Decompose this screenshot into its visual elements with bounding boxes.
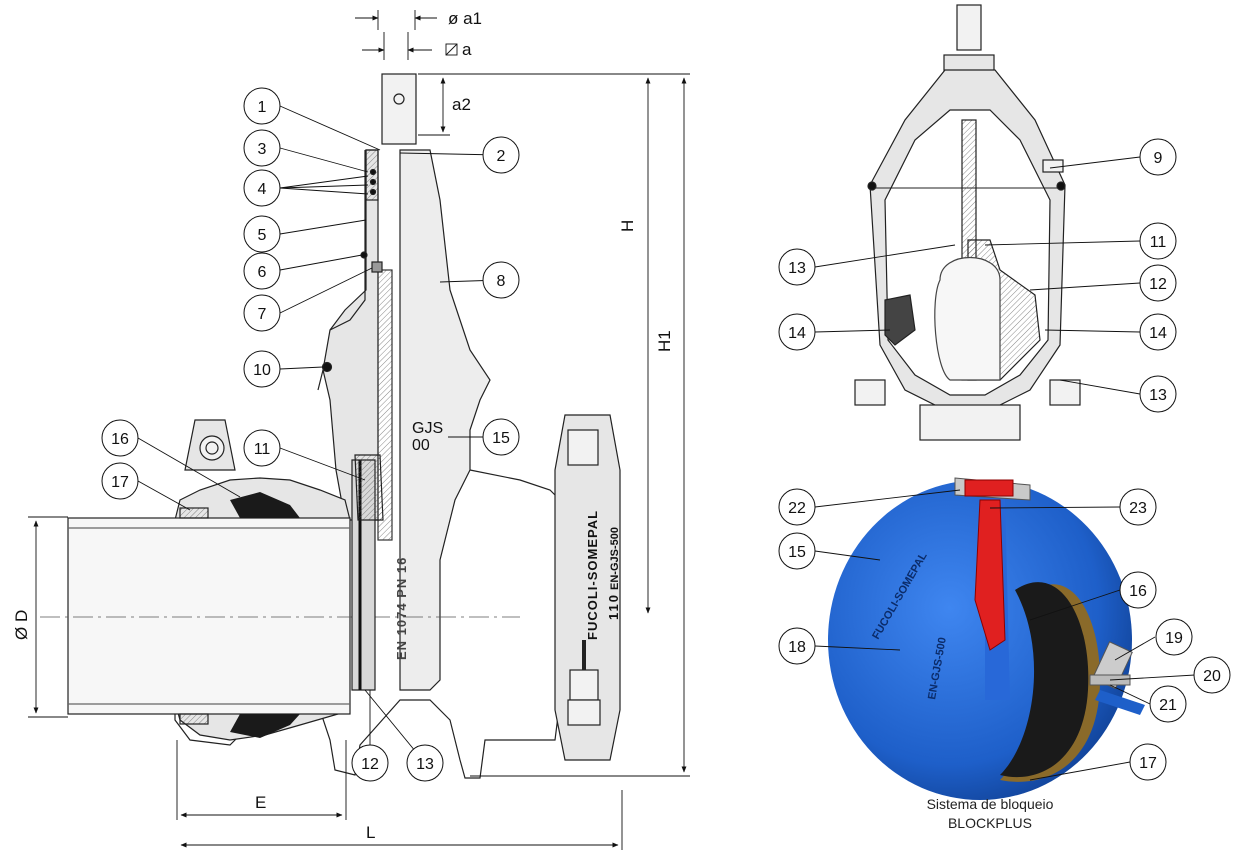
callout-circle-3	[243, 129, 281, 167]
stem-cap-hole	[393, 93, 405, 105]
gland-seal	[365, 149, 379, 201]
stem-cap	[381, 73, 417, 145]
callout-circle-16	[1119, 571, 1157, 609]
dimension-lines	[28, 10, 690, 850]
gasket-lower	[230, 714, 300, 738]
callout-number-8: 8	[497, 273, 506, 290]
mark-dn: 110	[606, 593, 621, 620]
callout-circle-1	[243, 87, 281, 125]
callout-circle-12	[351, 744, 389, 782]
callout-circle-6	[243, 252, 281, 290]
callout-number-17: 17	[1139, 755, 1157, 772]
callout-number-15: 15	[788, 544, 806, 561]
mark-spec-vertical: EN 1074 PN 16	[394, 557, 409, 660]
callout-circle-23	[1119, 488, 1157, 526]
callout-number-11: 11	[254, 441, 271, 458]
callout-circle-19	[1155, 618, 1193, 656]
grip-ring-lower	[179, 713, 209, 725]
dim-h1-label: H1	[655, 330, 674, 352]
wedge-nut	[354, 454, 384, 521]
caption-line2: BLOCKPLUS	[947, 815, 1033, 831]
mark-standard: EN-GJS-500	[609, 527, 621, 590]
callout-number-13: 13	[416, 756, 434, 773]
coupling-3d-view	[828, 477, 1145, 800]
callout-number-20: 20	[1203, 668, 1221, 685]
callout-circle-21	[1149, 685, 1187, 723]
callout-circle-20	[1193, 656, 1231, 694]
callout-number-16: 16	[1129, 583, 1147, 600]
callout-circle-17	[1129, 743, 1167, 781]
dim-a1-label: ø a1	[448, 9, 482, 28]
bonnet-bolt	[321, 361, 333, 373]
gasket-upper	[230, 492, 300, 518]
callout-circle-5	[243, 215, 281, 253]
dim-a2-label: a2	[452, 95, 471, 114]
callout-number-15: 15	[492, 430, 510, 447]
callout-number-19: 19	[1165, 630, 1183, 647]
callout-circle-12	[1139, 264, 1177, 302]
callout-circle-11	[243, 429, 281, 467]
body-right-wall	[399, 149, 491, 691]
dim-e-label: E	[255, 793, 266, 812]
callout-number-13: 13	[1149, 387, 1167, 404]
callout-number-7: 7	[258, 306, 267, 323]
dim-a-label: a	[462, 40, 472, 59]
callout-number-14: 14	[788, 325, 806, 342]
callout-circle-7	[243, 294, 281, 332]
callout-circle-13	[778, 248, 816, 286]
callout-number-12: 12	[1149, 276, 1167, 293]
thrust-collar	[371, 261, 383, 273]
callout-number-6: 6	[258, 264, 267, 281]
callout-number-1: 1	[258, 99, 267, 116]
dim-d-label: Ø D	[12, 610, 31, 640]
main-valve-view	[40, 73, 621, 779]
callout-number-21: 21	[1159, 697, 1177, 714]
callout-number-10: 10	[253, 362, 271, 379]
callout-number-14: 14	[1149, 325, 1167, 342]
callout-number-4: 4	[258, 181, 267, 198]
callout-number-23: 23	[1129, 500, 1147, 517]
callout-number-12: 12	[361, 756, 379, 773]
callout-number-5: 5	[258, 227, 267, 244]
callout-number-3: 3	[258, 141, 267, 158]
callout-number-18: 18	[788, 639, 806, 656]
callout-circle-14	[778, 313, 816, 351]
mark-material-grade: 00	[412, 437, 430, 454]
callout-circle-16	[101, 419, 139, 457]
dim-h-label: H	[618, 220, 637, 232]
callout-number-11: 11	[1150, 234, 1167, 251]
callout-number-2: 2	[497, 148, 506, 165]
mark-brand: FUCOLI-SOMEPAL	[585, 510, 600, 640]
callout-circle-11	[1139, 222, 1177, 260]
callout-circle-13	[406, 744, 444, 782]
callout-circle-15	[778, 532, 816, 570]
mark-material: GJS	[412, 420, 443, 437]
callout-circle-10	[243, 350, 281, 388]
callout-circle-22	[778, 488, 816, 526]
pipe	[67, 517, 351, 715]
callout-circle-18	[778, 627, 816, 665]
callout-circle-17	[101, 462, 139, 500]
stem-thread	[377, 269, 393, 541]
dim-l-label: L	[366, 823, 375, 842]
callout-circle-4	[243, 169, 281, 207]
callout-circle-13	[1139, 375, 1177, 413]
grip-ring-upper	[179, 507, 209, 519]
callout-circle-9	[1139, 138, 1177, 176]
section-view	[854, 4, 1081, 441]
callout-circle-2	[482, 136, 520, 174]
callout-circle-15	[482, 418, 520, 456]
callout-number-22: 22	[788, 500, 806, 517]
callout-circle-8	[482, 261, 520, 299]
leader-lines	[137, 105, 1196, 781]
callout-circle-14	[1139, 313, 1177, 351]
caption-line1: Sistema de bloqueio	[926, 796, 1054, 812]
callout-number-9: 9	[1154, 150, 1163, 167]
body-upper-right	[469, 469, 561, 501]
callout-number-13: 13	[788, 260, 806, 277]
callout-number-17: 17	[111, 474, 129, 491]
callout-number-16: 16	[111, 431, 129, 448]
